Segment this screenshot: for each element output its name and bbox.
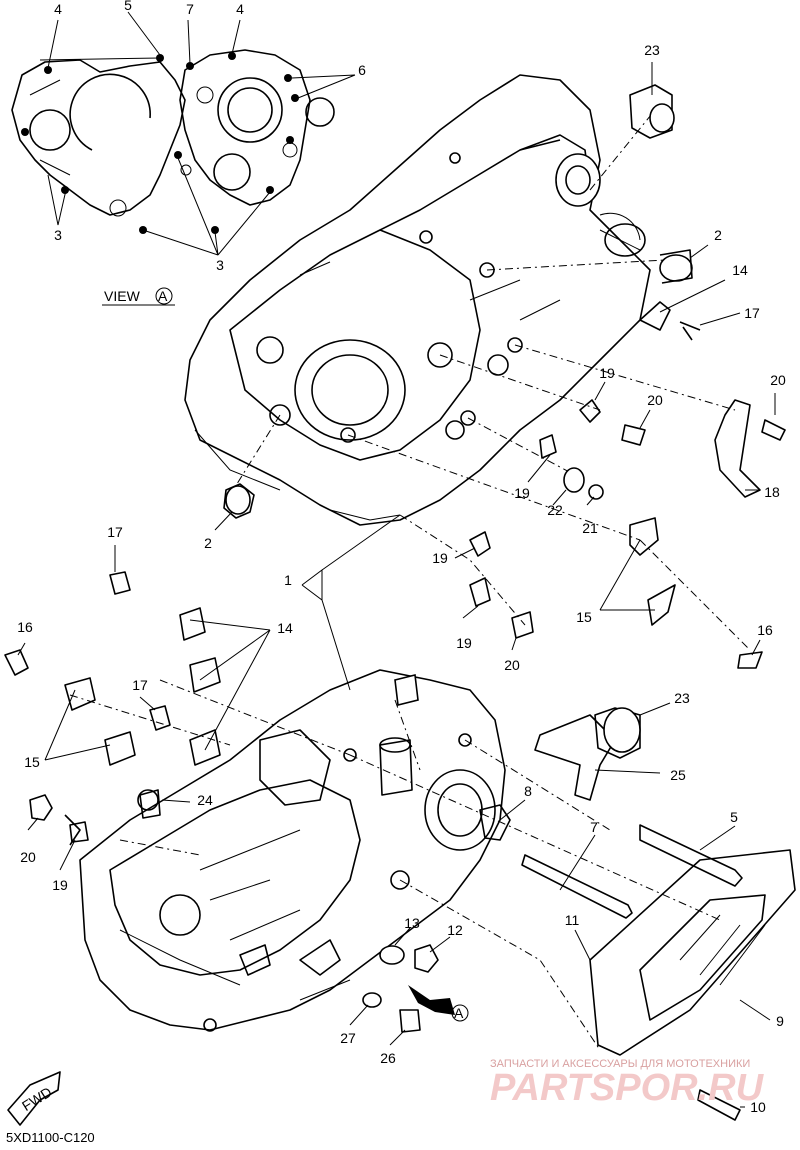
callout-15: 15 bbox=[24, 754, 40, 770]
left-crankcase-half bbox=[79, 669, 506, 1032]
view-a-label: VIEW bbox=[104, 288, 141, 304]
view-a-symbol: A bbox=[158, 288, 168, 304]
callout-20: 20 bbox=[504, 657, 520, 673]
callout-26: 26 bbox=[380, 1050, 396, 1066]
watermark-subtitle: ЗАПЧАСТИ И АКСЕССУАРЫ ДЛЯ МОТОТЕХНИКИ bbox=[490, 1058, 750, 1070]
lower-small-parts bbox=[4, 571, 796, 1121]
callout-16: 16 bbox=[757, 622, 773, 638]
callout-23: 23 bbox=[674, 690, 690, 706]
callout-23: 23 bbox=[644, 42, 660, 58]
callout-7: 7 bbox=[186, 1, 194, 17]
callout-6: 6 bbox=[358, 62, 366, 78]
upper-assembly-lines bbox=[229, 109, 751, 651]
fwd-label: FWD bbox=[19, 1084, 55, 1114]
callout-16: 16 bbox=[17, 619, 33, 635]
callout-18: 18 bbox=[764, 484, 780, 500]
callout-20: 20 bbox=[647, 392, 663, 408]
callout-27: 27 bbox=[340, 1030, 356, 1046]
callout-leaders bbox=[17, 62, 776, 1108]
callout-15: 15 bbox=[576, 609, 592, 625]
callout-4: 4 bbox=[54, 1, 62, 17]
callout-19: 19 bbox=[432, 550, 448, 566]
callout-5: 5 bbox=[124, 0, 132, 13]
callout-3: 3 bbox=[54, 227, 62, 243]
callout-7: 7 bbox=[590, 819, 598, 835]
callout-2: 2 bbox=[204, 535, 212, 551]
right-crankcase-half bbox=[184, 74, 651, 526]
upper-small-parts bbox=[223, 84, 786, 669]
callout-19: 19 bbox=[514, 485, 530, 501]
callout-19: 19 bbox=[456, 635, 472, 651]
callout-2: 2 bbox=[714, 227, 722, 243]
callout-25: 25 bbox=[670, 767, 686, 783]
callout-21: 21 bbox=[582, 520, 598, 536]
callout-19: 19 bbox=[599, 365, 615, 381]
diagram-code: 5XD1100-C120 bbox=[6, 1130, 95, 1145]
callout-17: 17 bbox=[107, 524, 123, 540]
callout-4: 4 bbox=[236, 1, 244, 17]
callout-19: 19 bbox=[52, 877, 68, 893]
callout-17: 17 bbox=[744, 305, 760, 321]
callout-17: 17 bbox=[132, 677, 148, 693]
callout-8: 8 bbox=[524, 783, 532, 799]
view-arrow-symbol: A bbox=[454, 1005, 464, 1021]
callout-24: 24 bbox=[197, 792, 213, 808]
callout-3: 3 bbox=[216, 257, 224, 273]
callout-9: 9 bbox=[776, 1013, 784, 1029]
callout-11: 11 bbox=[565, 912, 580, 928]
view-direction-arrow-icon: A bbox=[408, 985, 469, 1022]
callout-14: 14 bbox=[732, 262, 748, 278]
fwd-arrow-icon: FWD bbox=[7, 1071, 61, 1126]
lower-assembly-lines bbox=[69, 679, 721, 1051]
callout-22: 22 bbox=[547, 502, 563, 518]
callout-1: 1 bbox=[284, 572, 292, 588]
watermark: ЗАПЧАСТИ И АКСЕССУАРЫ ДЛЯ МОТОТЕХНИКИ PA… bbox=[490, 1058, 765, 1109]
view-a-inset: VIEW A bbox=[11, 11, 356, 306]
callout-14: 14 bbox=[277, 620, 293, 636]
callout-10: 10 bbox=[750, 1099, 766, 1115]
callout-12: 12 bbox=[447, 922, 463, 938]
callout-13: 13 bbox=[404, 915, 420, 931]
callout-20: 20 bbox=[770, 372, 786, 388]
watermark-logo: PARTSPOR.RU bbox=[490, 1067, 765, 1109]
callout-5: 5 bbox=[730, 809, 738, 825]
callout-20: 20 bbox=[20, 849, 36, 865]
